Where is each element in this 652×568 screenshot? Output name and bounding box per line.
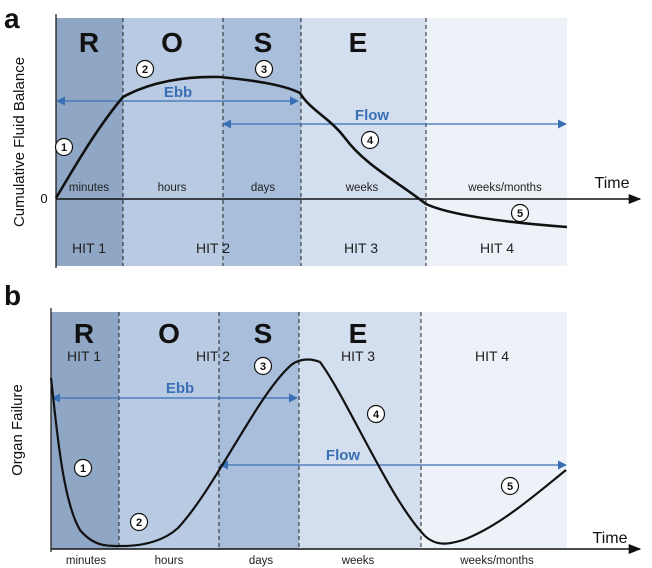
time-label: Time — [593, 530, 628, 547]
panel-a: a R O S E Cumulative Fluid Balance 0 Tim… — [4, 3, 642, 268]
marker-a-5: 5 — [510, 203, 530, 223]
period-days: days — [249, 555, 274, 567]
band-stabilization — [219, 312, 299, 549]
hit-3-label: HIT 3 — [341, 348, 375, 364]
panel-a-letter: a — [4, 3, 20, 34]
flow-label: Flow — [326, 447, 360, 464]
band-stabilization — [223, 18, 301, 266]
svg-text:4: 4 — [367, 135, 374, 147]
phase-dividers — [118, 312, 422, 549]
phase-letter-r: R — [79, 27, 99, 58]
period-hours: hours — [155, 555, 184, 567]
band-late — [421, 312, 567, 549]
hit-1-label: HIT 1 — [72, 240, 106, 256]
period-minutes: minutes — [66, 555, 107, 567]
marker-b-1: 1 — [73, 458, 93, 478]
svg-text:5: 5 — [507, 481, 513, 493]
y-axis-label: Organ Failure — [9, 384, 26, 476]
period-days: days — [251, 182, 276, 194]
ebb-label: Ebb — [164, 84, 192, 101]
marker-b-3: 3 — [253, 356, 273, 376]
phase-letter-r: R — [74, 318, 94, 349]
marker-a-3: 3 — [254, 59, 274, 79]
svg-text:2: 2 — [136, 517, 142, 529]
panel-b-letter: b — [4, 280, 21, 311]
period-weeks: weeks — [345, 182, 379, 194]
period-minutes: minutes — [69, 182, 110, 194]
phase-letter-e: E — [349, 27, 368, 58]
svg-text:2: 2 — [142, 64, 148, 76]
band-optimization — [123, 18, 223, 266]
phase-letter-e: E — [349, 318, 368, 349]
marker-b-2: 2 — [129, 512, 149, 532]
hit-4-label: HIT 4 — [480, 240, 514, 256]
svg-text:1: 1 — [61, 142, 67, 154]
svg-text:3: 3 — [261, 64, 267, 76]
marker-a-4: 4 — [360, 130, 380, 150]
period-weeks: weeks — [341, 555, 375, 567]
phase-letter-o: O — [161, 27, 183, 58]
time-label: Time — [595, 175, 630, 192]
phase-letter-s: S — [254, 318, 273, 349]
svg-text:4: 4 — [373, 409, 380, 421]
band-optimization — [119, 312, 219, 549]
marker-a-2: 2 — [135, 59, 155, 79]
marker-a-1: 1 — [54, 137, 74, 157]
hit-1-label: HIT 1 — [67, 348, 101, 364]
flow-label: Flow — [355, 107, 389, 124]
band-late — [426, 18, 567, 266]
period-hours: hours — [158, 182, 187, 194]
phase-letter-s: S — [254, 27, 273, 58]
svg-text:5: 5 — [517, 208, 523, 220]
hit-4-label: HIT 4 — [475, 348, 509, 364]
zero-label: 0 — [40, 191, 47, 206]
organ-failure-curve — [49, 358, 567, 548]
marker-b-4: 4 — [366, 404, 386, 424]
fluid-balance-curve — [54, 75, 568, 229]
hit-2-label: HIT 2 — [196, 348, 230, 364]
panel-b: b R O S E HIT 1 HIT 2 HIT 3 HIT 4 Organ … — [4, 280, 642, 567]
hit-2-label: HIT 2 — [196, 240, 230, 256]
phase-dividers — [122, 18, 427, 266]
band-rescue — [51, 312, 119, 549]
hit-3-label: HIT 3 — [344, 240, 378, 256]
marker-b-5: 5 — [500, 476, 520, 496]
period-weeks-months: weeks/months — [467, 182, 542, 194]
phase-letter-o: O — [158, 318, 180, 349]
y-axis-label: Cumulative Fluid Balance — [11, 57, 28, 227]
ebb-label: Ebb — [166, 380, 194, 397]
svg-text:1: 1 — [80, 463, 86, 475]
period-weeks-months: weeks/months — [459, 555, 534, 567]
svg-text:3: 3 — [260, 361, 266, 373]
